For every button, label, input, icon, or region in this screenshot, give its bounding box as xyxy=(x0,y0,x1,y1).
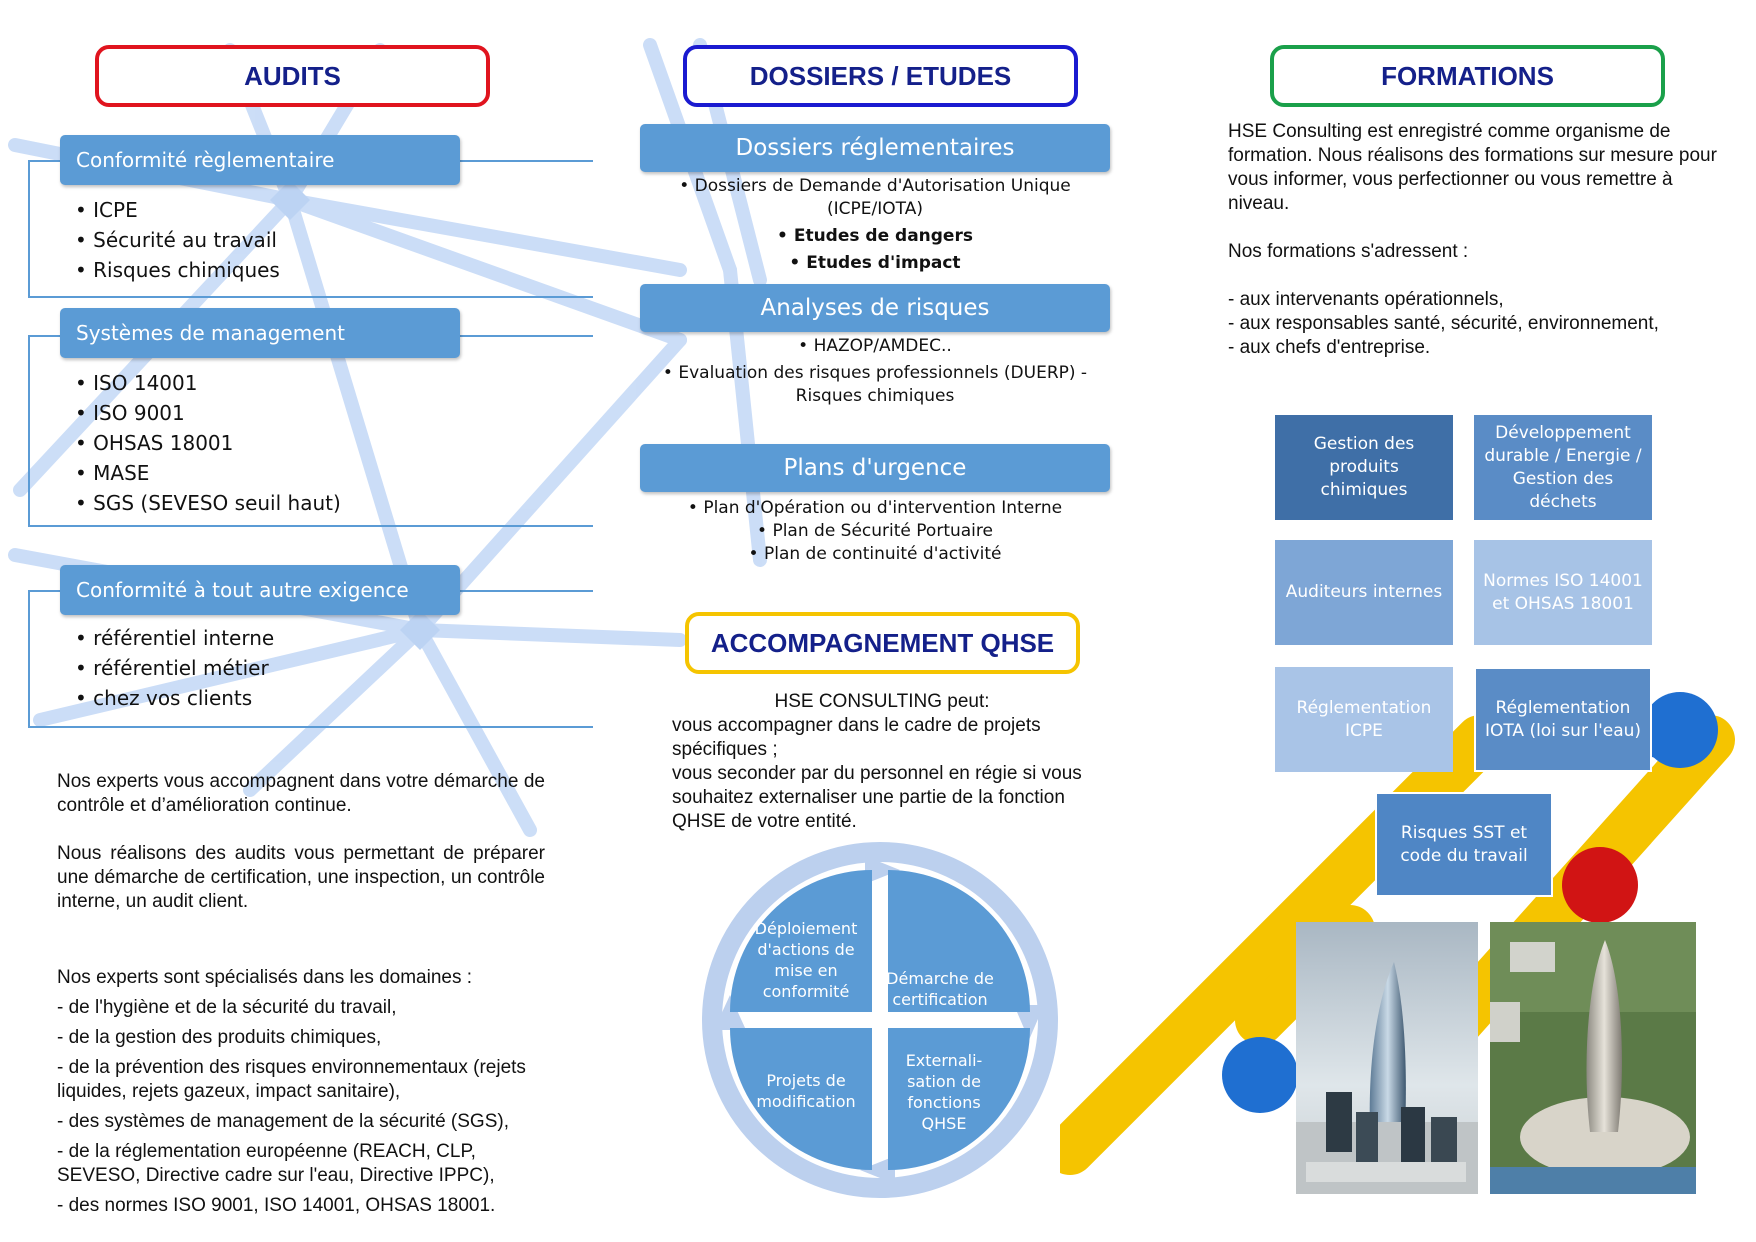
list-item: - aux chefs d'entreprise. xyxy=(1228,337,1431,358)
dossiers-header: DOSSIERS / ETUDES xyxy=(683,45,1078,107)
audits-paragraph-1: Nos experts vous accompagnent dans votre… xyxy=(57,771,545,816)
category-conformite-reglementaire: Conformité règlementaire xyxy=(60,135,460,185)
cycle-label-certification: Démarche de certification xyxy=(886,969,994,1009)
audits-bracket-1 xyxy=(28,160,593,298)
list-item: chez vos clients xyxy=(75,683,274,713)
band-analyses-risques: Analyses de risques xyxy=(640,284,1110,332)
category-conformite-autre-exigence: Conformité à tout autre exigence xyxy=(60,565,460,615)
cycle-arrow-top xyxy=(865,856,900,884)
accompagnement-header: ACCOMPAGNEMENT QHSE xyxy=(685,612,1080,674)
list-item: Plan de Sécurité Portuaire xyxy=(660,520,1090,543)
band-dossiers-reglementaires: Dossiers réglementaires xyxy=(640,124,1110,172)
list-item: - des systèmes de management de la sécur… xyxy=(57,1111,509,1132)
list-item: - des normes ISO 9001, ISO 14001, OHSAS … xyxy=(57,1195,496,1216)
list-item: Plan d'Opération ou d'intervention Inter… xyxy=(660,497,1090,520)
cycle-arrow-left xyxy=(714,995,746,1030)
list-plans-urgence: Plan d'Opération ou d'intervention Inter… xyxy=(660,497,1090,566)
category-systemes-management: Systèmes de management xyxy=(60,308,460,358)
accompagnement-line-1: HSE CONSULTING peut: xyxy=(774,691,990,712)
list-item: Plan de continuité d'activité xyxy=(660,543,1090,566)
cycle-label-projets: Projets de modification xyxy=(756,1071,856,1111)
list-item: - de la réglementation européenne (REACH… xyxy=(57,1141,495,1186)
cycle-quadrant-bottom-right xyxy=(888,1028,1030,1170)
list-item: - de la prévention des risques environne… xyxy=(57,1057,526,1102)
list-item: - de l'hygiène et de la sécurité du trav… xyxy=(57,997,397,1018)
list-item: référentiel interne xyxy=(75,623,274,653)
list-item: SGS (SEVESO seuil haut) xyxy=(75,488,341,518)
cycle-quadrant-top-right xyxy=(888,870,1030,1012)
tile-auditeurs-internes: Auditeurs internes xyxy=(1275,540,1453,645)
cycle-label-externalisation: Externali-sation de fonctions QHSE xyxy=(905,1051,983,1133)
list-item: - aux intervenants opérationnels, xyxy=(1228,289,1504,310)
audits-paragraph-2: Nous réalisons des audits vous permettan… xyxy=(57,843,545,912)
formations-header: FORMATIONS xyxy=(1270,45,1665,107)
tile-reglementation-iota: Réglementation IOTA (loi sur l'eau) xyxy=(1474,667,1652,772)
list-item: référentiel métier xyxy=(75,653,274,683)
qhse-cycle-diagram xyxy=(702,842,1058,1198)
building-photo-left xyxy=(1296,922,1478,1194)
formations-audience-list: - aux intervenants opérationnels, - aux … xyxy=(1228,288,1728,360)
list-item: OHSAS 18001 xyxy=(75,428,341,458)
list-item: Evaluation des risques professionnels (D… xyxy=(660,362,1090,408)
audits-bracket-2 xyxy=(28,335,593,527)
formations-intro: HSE Consulting est enregistré comme orga… xyxy=(1228,121,1717,214)
cycle-arrow-bottom xyxy=(860,1156,895,1184)
tile-reglementation-icpe: Réglementation ICPE xyxy=(1275,667,1453,772)
tile-gestion-produits-chimiques: Gestion des produits chimiques xyxy=(1275,415,1453,520)
tile-developpement-durable: Développement durable / Energie / Gestio… xyxy=(1474,415,1652,520)
list-item: Risques chimiques xyxy=(75,255,280,285)
list-item: ISO 14001 xyxy=(75,368,341,398)
band-plans-urgence: Plans d'urgence xyxy=(640,444,1110,492)
cycle-label-deploiement: Déploiement d'actions de mise en conform… xyxy=(754,919,858,1001)
list-item: - aux responsables santé, sécurité, envi… xyxy=(1228,313,1659,334)
accompagnement-line-2: vous accompagner dans le cadre de projet… xyxy=(672,715,1041,760)
tile-normes-iso: Normes ISO 14001 et OHSAS 18001 xyxy=(1474,540,1652,645)
building-photo-right xyxy=(1490,922,1696,1194)
list-analyses-risques: HAZOP/AMDEC.. Evaluation des risques pro… xyxy=(660,335,1090,408)
cycle-quadrant-top-left xyxy=(730,870,872,1012)
list-item: ISO 9001 xyxy=(75,398,341,428)
formations-audience-intro: Nos formations s'adressent : xyxy=(1228,241,1469,262)
list-item: Etudes d'impact xyxy=(660,252,1090,275)
audits-domains-list: - de l'hygiène et de la sécurité du trav… xyxy=(57,996,557,1218)
tile-risques-sst: Risques SST et code du travail xyxy=(1375,792,1553,897)
list-item: - de la gestion des produits chimiques, xyxy=(57,1027,382,1048)
list-conformite-reglementaire: ICPE Sécurité au travail Risques chimiqu… xyxy=(75,195,280,285)
list-item: Sécurité au travail xyxy=(75,225,280,255)
audits-bracket-3 xyxy=(28,590,593,728)
cycle-arrow-right xyxy=(1014,1005,1044,1040)
list-conformite-autre-exigence: référentiel interne référentiel métier c… xyxy=(75,623,274,713)
list-item: Etudes de dangers xyxy=(660,225,1090,248)
cycle-quadrant-bottom-left xyxy=(730,1028,872,1170)
list-dossiers-reglementaires: Dossiers de Demande d'Autorisation Uniqu… xyxy=(660,175,1090,275)
audits-domains-intro: Nos experts sont spécialisés dans les do… xyxy=(57,967,473,988)
list-item: ICPE xyxy=(75,195,280,225)
list-item: HAZOP/AMDEC.. xyxy=(660,335,1090,358)
list-systemes-management: ISO 14001 ISO 9001 OHSAS 18001 MASE SGS … xyxy=(75,368,341,518)
audits-header: AUDITS xyxy=(95,45,490,107)
accompagnement-line-3: vous seconder par du personnel en régie … xyxy=(672,763,1082,832)
list-item: Dossiers de Demande d'Autorisation Uniqu… xyxy=(660,175,1090,221)
list-item: MASE xyxy=(75,458,341,488)
